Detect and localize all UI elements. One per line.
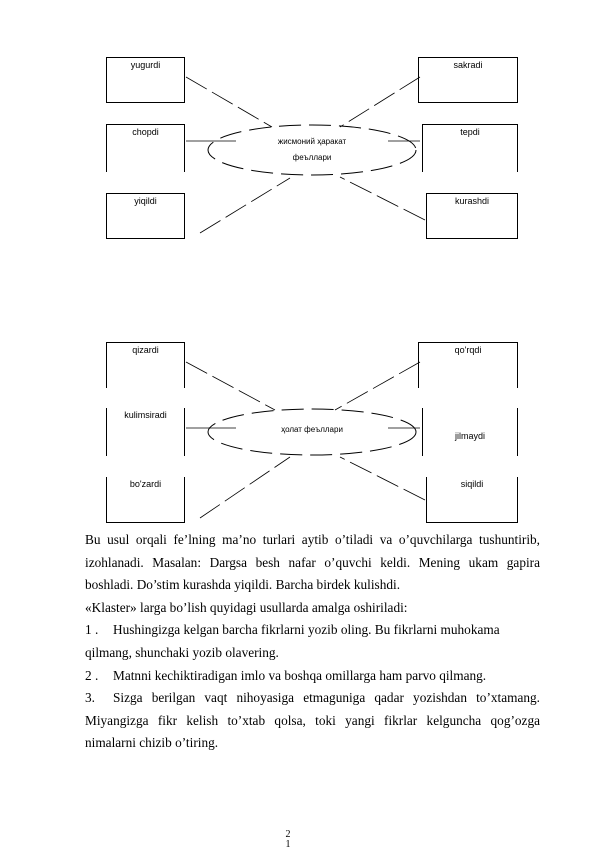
page-number-digit: 2	[285, 829, 291, 840]
center-label: ҳолат феъллари	[281, 425, 343, 434]
list-item-3: 3. Sizga berilgan vaqt nihoyasiga etmagun…	[85, 687, 540, 710]
list-item-1-cont: qilmang, shunchaki yozib olavering.	[85, 644, 279, 660]
list-number: 3.	[85, 690, 95, 706]
connector-top-left	[185, 76, 273, 128]
box-mid-left: kulimsiradi	[106, 408, 185, 456]
diagram-connectors	[185, 361, 426, 519]
box-bottom-left: bo'zardi	[106, 477, 185, 523]
list-number: 1 .	[85, 622, 99, 638]
box-bottom-right: kurashdi	[426, 193, 518, 239]
box-top-left: qizardi	[106, 342, 185, 388]
connector-bottom-right	[339, 176, 426, 221]
paragraph-line: izohlanadi. Masalan: Dargsa besh nafar o…	[85, 554, 540, 570]
box-label: bo'zardi	[129, 479, 162, 489]
box-top-left: yugurdi	[106, 57, 185, 103]
box-label: kulimsiradi	[124, 410, 167, 420]
center-label-line1: жисмоний ҳаракат	[277, 137, 347, 146]
box-label: jilmaydi	[454, 431, 485, 441]
page-number: 2 1	[284, 830, 292, 850]
box-bottom-right: siqildi	[426, 477, 518, 523]
connector-bottom-left	[199, 177, 291, 234]
connector-bottom-right	[339, 456, 426, 501]
connector-top-right	[339, 76, 421, 128]
paragraph-line: boshladi. Do’stim kurashda yiqildi. Barc…	[85, 577, 401, 593]
list-text: Sizga berilgan vaqt nihoyasiga etmagunig…	[113, 690, 540, 706]
connector-top-right	[334, 361, 421, 411]
connector-bottom-left	[199, 456, 291, 519]
box-mid-left: chopdi	[106, 124, 185, 172]
intro-line: «Klaster» larga bo’lish quyidagi usullar…	[85, 599, 408, 615]
diagram-connectors	[185, 76, 426, 234]
box-label: yugurdi	[130, 60, 161, 70]
list-number: 2 .	[85, 667, 99, 683]
box-mid-right: jilmaydi	[422, 408, 518, 456]
box-label: qo'rqdi	[454, 345, 482, 355]
box-label: chopdi	[132, 127, 159, 137]
connector-top-left	[185, 361, 276, 411]
center-ellipse	[207, 124, 417, 176]
list-item-2: 2 . Matnni kechiktiradigan imlo va boshqa…	[85, 665, 540, 688]
box-label: tepdi	[460, 127, 480, 137]
box-mid-right: tepdi	[422, 124, 518, 172]
box-bottom-left: yiqildi	[106, 193, 185, 239]
box-label: kurashdi	[454, 196, 490, 206]
box-label: siqildi	[460, 479, 484, 489]
state-verbs-diagram: qizardi qo'rqdi kulimsiradi jilmaydi bo'…	[0, 340, 595, 525]
center-ellipse	[207, 408, 417, 456]
box-label: yiqildi	[134, 196, 157, 206]
list-item-1: 1 . Hushingizga kelgan barcha fikrlarni y…	[85, 619, 540, 642]
list-text: Matnni kechiktiradigan imlo va boshqa om…	[113, 667, 487, 683]
list-item-3-cont: nimalarni chizib o’tiring.	[85, 735, 219, 751]
list-item-3-cont: Miyangizga fikr kelish to’xtab qolsa, to…	[85, 712, 540, 728]
paragraph: Bu usul orqali fe’lning ma’no turlari ay…	[85, 529, 540, 755]
box-label: qizardi	[132, 345, 159, 355]
list-text: Hushingizga kelgan barcha fikrlarni yozi…	[113, 622, 500, 638]
physical-action-verbs-diagram: yugurdi sakradi chopdi tepdi yiqildi kur…	[0, 55, 595, 240]
box-top-right: sakradi	[418, 57, 518, 103]
center-label-line2: феъллари	[292, 153, 332, 162]
box-top-right: qo'rqdi	[418, 342, 518, 388]
paragraph-line: Bu usul orqali fe’lning ma’no turlari ay…	[85, 532, 540, 547]
box-label: sakradi	[453, 60, 483, 70]
center-label: жисмоний ҳаракат феъллари	[212, 134, 412, 166]
